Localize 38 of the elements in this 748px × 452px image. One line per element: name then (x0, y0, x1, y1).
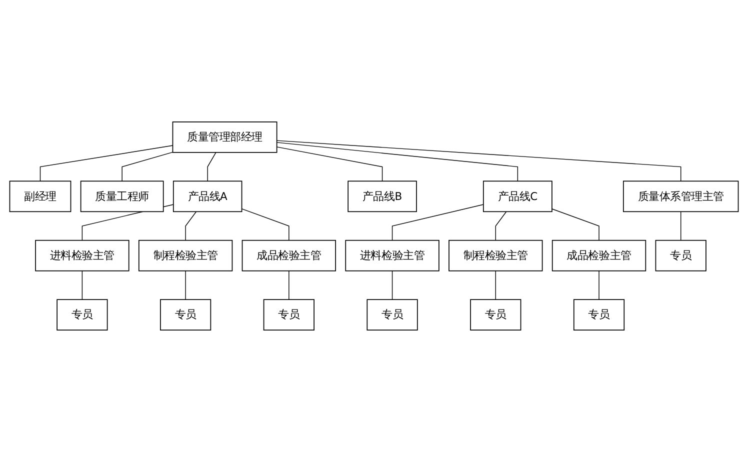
node-box: 副经理 (9, 180, 72, 212)
node-box: 专员 (366, 299, 418, 330)
node-box: 制程检验主管 (138, 240, 233, 272)
node-box: 专员 (160, 299, 212, 330)
connector (40, 145, 174, 182)
connector (276, 140, 682, 182)
node-box: 专员 (655, 240, 706, 272)
node-box: 成品检验主管 (552, 240, 646, 272)
connector (185, 211, 197, 241)
connector (207, 152, 216, 182)
node-box: 产品线B (348, 180, 417, 212)
connector (680, 211, 682, 241)
node-box: 专员 (573, 299, 625, 330)
connector (552, 208, 600, 241)
connector (241, 208, 290, 241)
connector (392, 270, 393, 300)
connector (276, 146, 383, 182)
node-box: 产品线A (172, 180, 242, 212)
node-box: 质量工程师 (80, 180, 164, 212)
connector (185, 270, 186, 300)
connector (495, 211, 507, 241)
node-box: 质量管理部经理 (172, 122, 278, 153)
connector (288, 270, 290, 300)
node-box: 专员 (56, 299, 108, 330)
connector (392, 204, 484, 241)
node-box: 制程检验主管 (448, 240, 543, 272)
connector (276, 142, 518, 182)
connector (598, 270, 600, 300)
connector (82, 270, 83, 300)
node-box: 质量体系管理主管 (622, 180, 739, 212)
node-box: 进料检验主管 (345, 240, 440, 272)
connector (122, 152, 174, 182)
node-box: 进料检验主管 (35, 240, 130, 272)
node-box: 产品线C (482, 180, 552, 212)
node-box: 成品检验主管 (242, 240, 336, 272)
connector (495, 270, 496, 300)
node-box: 专员 (470, 299, 522, 330)
node-box: 专员 (263, 299, 314, 330)
